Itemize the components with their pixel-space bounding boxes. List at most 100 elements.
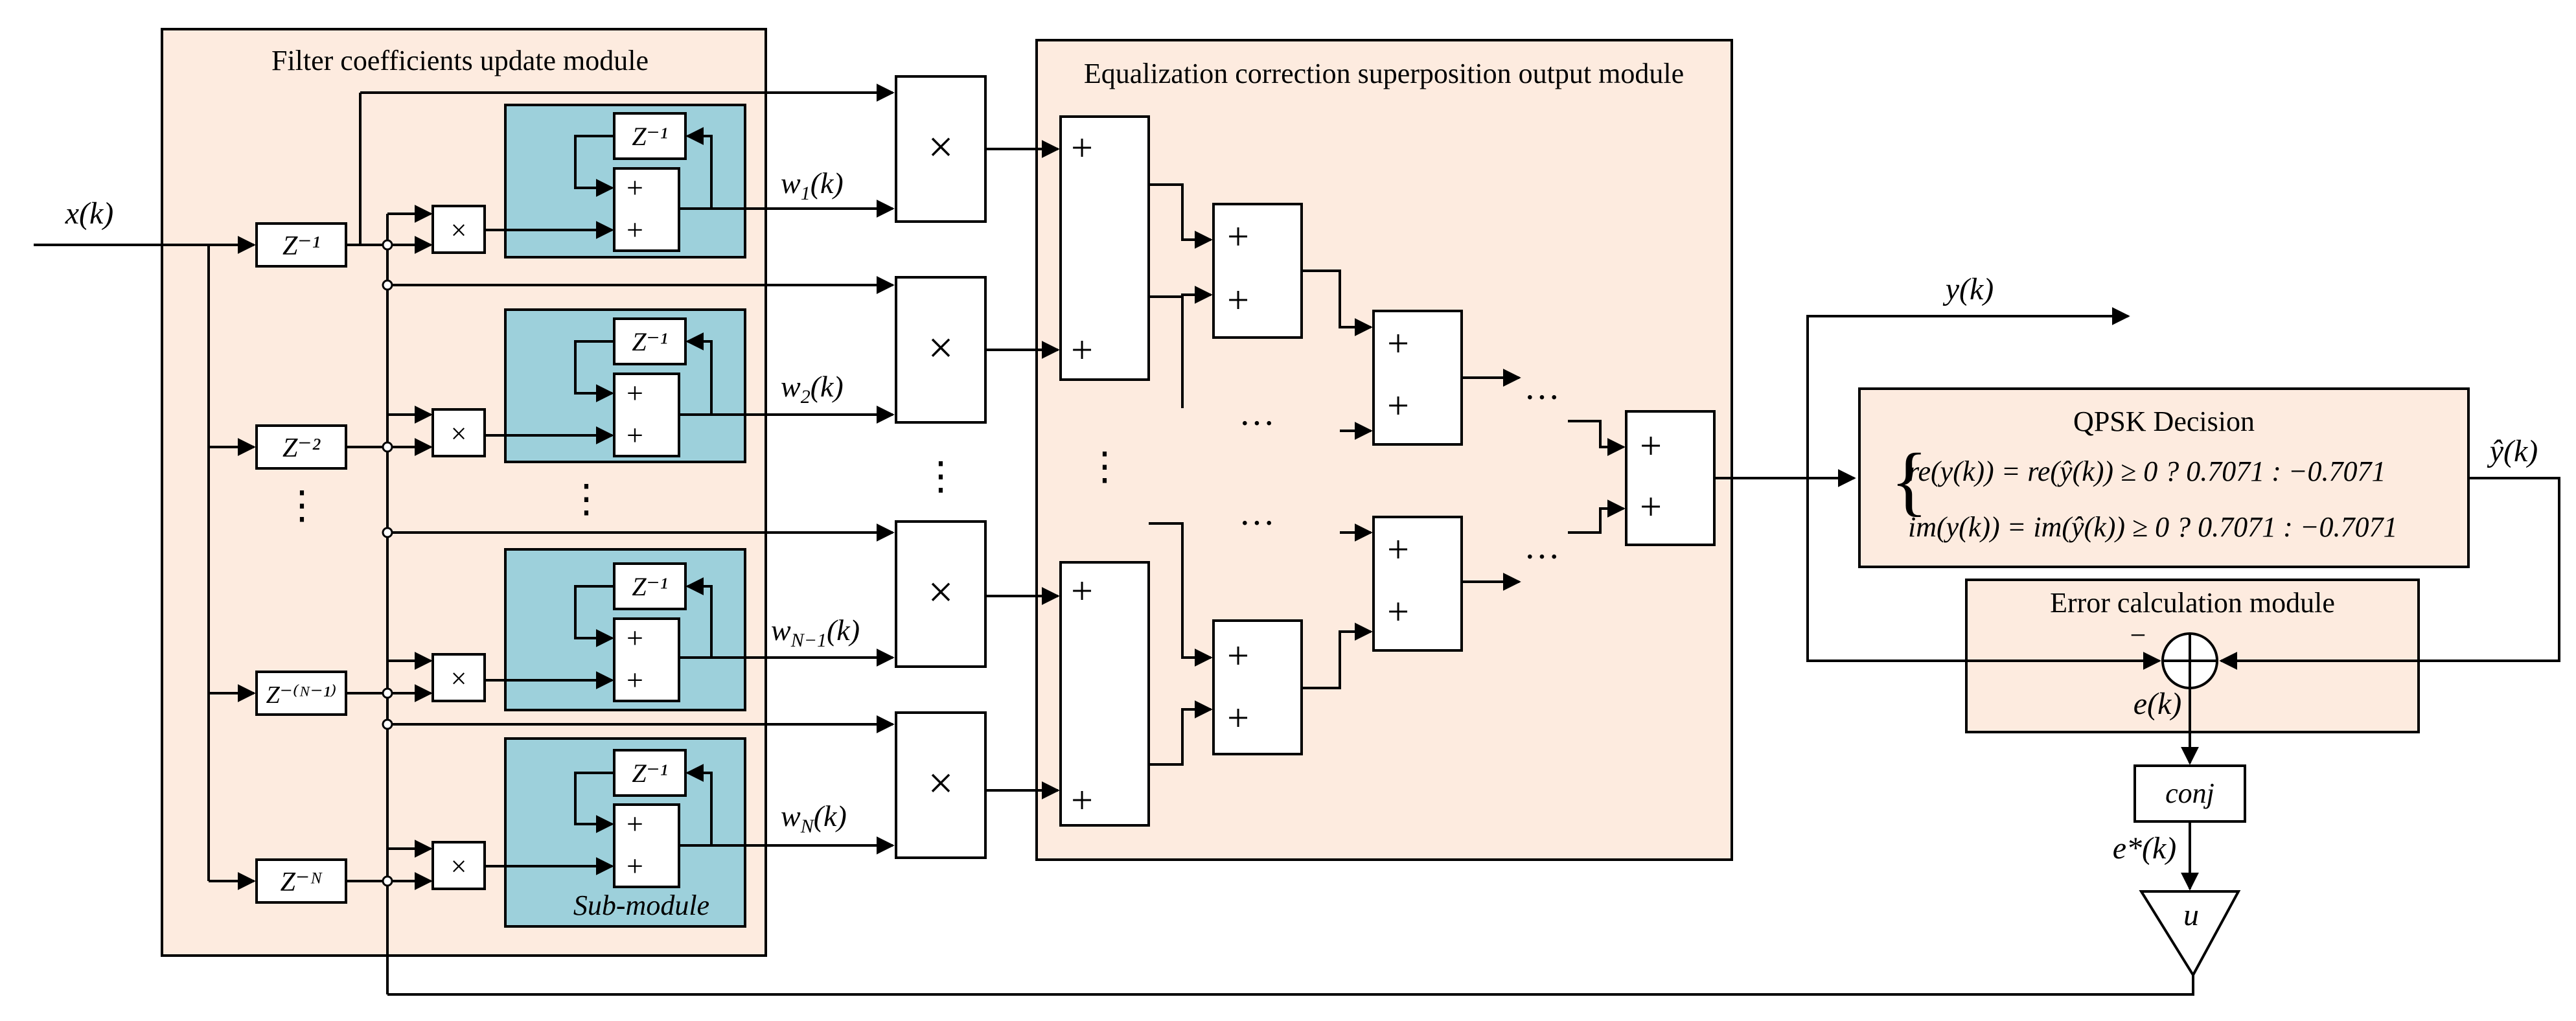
row1-multiplier [431, 205, 486, 254]
qpsk-brace: { [1891, 437, 1928, 523]
junction-row2 [382, 441, 393, 453]
input-signal-label: x(k) [65, 196, 114, 231]
equalization-module-title: Equalization correction superposition ou… [1084, 58, 1684, 89]
row1-feedback-a [574, 135, 614, 197]
output-y-wire [1806, 307, 2130, 478]
minus-sign: − [2130, 619, 2146, 651]
submodule-label: Sub-module [573, 889, 709, 921]
rown1-multiplier [431, 653, 486, 702]
row1-weight-multiplier-sign: × [928, 122, 953, 172]
tree-wire-12 [1568, 499, 1626, 534]
delay-vdots: ⋮ [282, 484, 321, 527]
delay-label-n1: Z⁻⁽ᴺ⁻¹⁾ [266, 682, 337, 709]
qpsk-rule-real: re(y(k)) = re(ŷ(k)) ≥ 0 ? 0.7071 : −0.70… [1908, 455, 2386, 487]
row2-sub-plus-b: + [627, 419, 643, 452]
delay-box-1 [255, 222, 347, 268]
adder-l1-top-plus-a: + [1071, 126, 1093, 169]
row2-sub-delay [613, 317, 687, 365]
rown1-sub-adder [613, 617, 680, 702]
y-to-error-wire [1806, 478, 2161, 670]
row1-weight-label: w1(k) [781, 166, 844, 204]
rown-sub-plus-a: + [627, 807, 643, 840]
row2-sub-delay-label: Z⁻¹ [632, 327, 667, 356]
adder-final-plus-a: + [1640, 424, 1662, 467]
rown-weight-multiplier [895, 711, 987, 859]
junction-row1 [382, 239, 393, 251]
step-size-label: u [2183, 898, 2199, 932]
row1-multiplier-sign: × [451, 214, 467, 246]
junction-rown1-top [382, 527, 393, 538]
adder-l3-top-plus-b: + [1387, 384, 1409, 427]
row1-sub-plus-b: + [627, 213, 643, 246]
error-conj-label: e*(k) [2113, 831, 2177, 866]
adder-l2-top-plus-a: + [1227, 215, 1249, 258]
tree-wire-3 [1149, 522, 1213, 667]
error-module-title: Error calculation module [2050, 587, 2335, 619]
tree-wire-1 [1149, 183, 1213, 249]
qpsk-rule-imag: im(y(k)) = im(ŷ(k)) ≥ 0 ? 0.7071 : −0.70… [1908, 511, 2398, 543]
adder-l2-bottom-plus-b: + [1227, 696, 1249, 739]
row2-multiplier [431, 408, 486, 457]
tree-hdots-d: ··· [1524, 537, 1560, 577]
tree-hdots-c: ··· [1524, 378, 1560, 418]
junction-rown [382, 875, 393, 887]
junction-rown-top [382, 718, 393, 730]
adder-l3-bottom-plus-a: + [1387, 528, 1409, 571]
junction-row2-top [382, 279, 393, 291]
rown1-feedback-a [574, 585, 614, 647]
qpsk-decision-title: QPSK Decision [2073, 406, 2255, 437]
rown-multiplier-sign: × [451, 851, 467, 882]
adder-l3-bottom-plus-b: + [1387, 590, 1409, 633]
adder-l1-bottom-plus-a: + [1071, 569, 1093, 612]
yhat-label: ŷ(k) [2487, 434, 2538, 468]
qpsk-decision-box [1858, 387, 2470, 568]
row1-sub-delay-label: Z⁻¹ [632, 122, 667, 151]
row1-sub-adder [613, 167, 680, 252]
adder-l3-bottom [1372, 516, 1463, 652]
tree-wire-11 [1568, 420, 1626, 456]
adder-final [1625, 410, 1716, 546]
row2-weight-multiplier-sign: × [928, 323, 953, 373]
rown1-sub-delay-label: Z⁻¹ [632, 572, 667, 601]
step-size-gain [2139, 890, 2241, 978]
rown-sub-adder [613, 803, 680, 888]
error-signal-label: e(k) [2133, 687, 2182, 721]
delay-box-n [255, 858, 347, 904]
submodule-vdots: ⋮ [567, 477, 606, 520]
delay-label-1: Z⁻¹ [282, 231, 320, 261]
adder-l3-top-plus-a: + [1387, 322, 1409, 365]
adder-final-plus-b: + [1640, 485, 1662, 528]
row2-sub-adder [613, 373, 680, 457]
adder-l1-top [1059, 115, 1150, 381]
rown-sub-delay-label: Z⁻¹ [632, 759, 667, 788]
adder-l1-bottom-plus-b: + [1071, 779, 1093, 821]
junction-rown1 [382, 687, 393, 699]
delay-label-n: Z⁻ᴺ [281, 867, 323, 897]
tree-wire-8 [1302, 623, 1373, 689]
row2-multiplier-sign: × [451, 418, 467, 450]
rown-weight-multiplier-sign: × [928, 759, 953, 809]
row2-sub-plus-a: + [627, 376, 643, 409]
adder-l1-top-plus-b: + [1071, 328, 1093, 371]
tree-hdots-b: ··· [1239, 503, 1275, 544]
rown1-weight-label: wN−1(k) [771, 614, 860, 651]
error-return-wire [387, 975, 2194, 996]
adder-l2-top [1212, 203, 1303, 339]
tree-hdots-a: ··· [1239, 404, 1275, 444]
row1-sub-delay [613, 112, 687, 160]
row1-sub-plus-a: + [627, 171, 643, 204]
tree-wire-2 [1181, 286, 1213, 408]
adder-l2-top-plus-b: + [1227, 279, 1249, 321]
adder-l1-vdots: ⋮ [1085, 445, 1124, 488]
adder-l1-bottom [1059, 561, 1150, 827]
row2-feedback-a [574, 340, 614, 402]
row2-weight-label: w2(k) [781, 370, 844, 407]
tree-wire-4 [1149, 700, 1213, 766]
rown1-multiplier-sign: × [451, 663, 467, 694]
rown1-sub-plus-b: + [627, 663, 643, 696]
rown1-sub-delay [613, 562, 687, 610]
yhat-feedback-wire [2219, 477, 2560, 670]
rown-feedback-a [574, 772, 614, 833]
conj-label: conj [2165, 777, 2214, 809]
rown-weight-label: wN(k) [781, 799, 847, 837]
